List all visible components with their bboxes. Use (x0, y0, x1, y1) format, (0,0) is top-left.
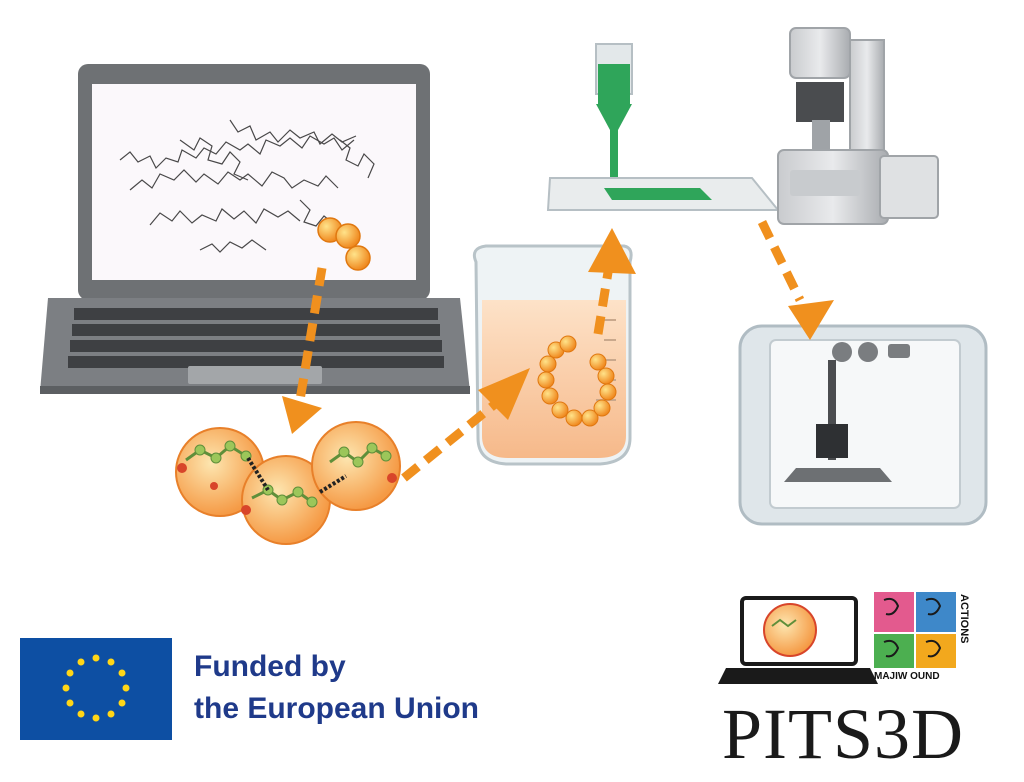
microscope-instrument-icon (777, 27, 939, 225)
laptop-touchpad (188, 366, 322, 384)
logo-bottom-text: MAJIW OUND (874, 671, 940, 682)
laptop-keyboard (68, 308, 444, 368)
funding-line-2: the European Union (194, 692, 479, 725)
project-name: PITS3D (722, 694, 965, 774)
eu-flag-icon (20, 638, 172, 740)
eu-stars (62, 654, 130, 722)
funding-statement: Funded by the European Union (194, 646, 479, 730)
3d-printer-icon (738, 324, 988, 526)
bead-chain-beaker (537, 335, 617, 427)
logo-side-text: ACTIONS (958, 594, 970, 644)
pits3d-logo-icon (718, 592, 956, 684)
arrow-slide-to-printer (757, 220, 834, 340)
peptide-chain-icon (175, 421, 401, 545)
molecule-icon (119, 119, 375, 253)
bioprinter-nozzle-icon (546, 43, 781, 211)
bead-chain-screen (317, 217, 371, 271)
laptop-icon (40, 64, 470, 394)
arrow-screen-to-peptide (282, 267, 327, 434)
arrow-beaker-to-nozzle (588, 228, 636, 335)
funding-line-1: Funded by (194, 650, 346, 683)
arrow-peptide-to-beaker (401, 368, 530, 482)
